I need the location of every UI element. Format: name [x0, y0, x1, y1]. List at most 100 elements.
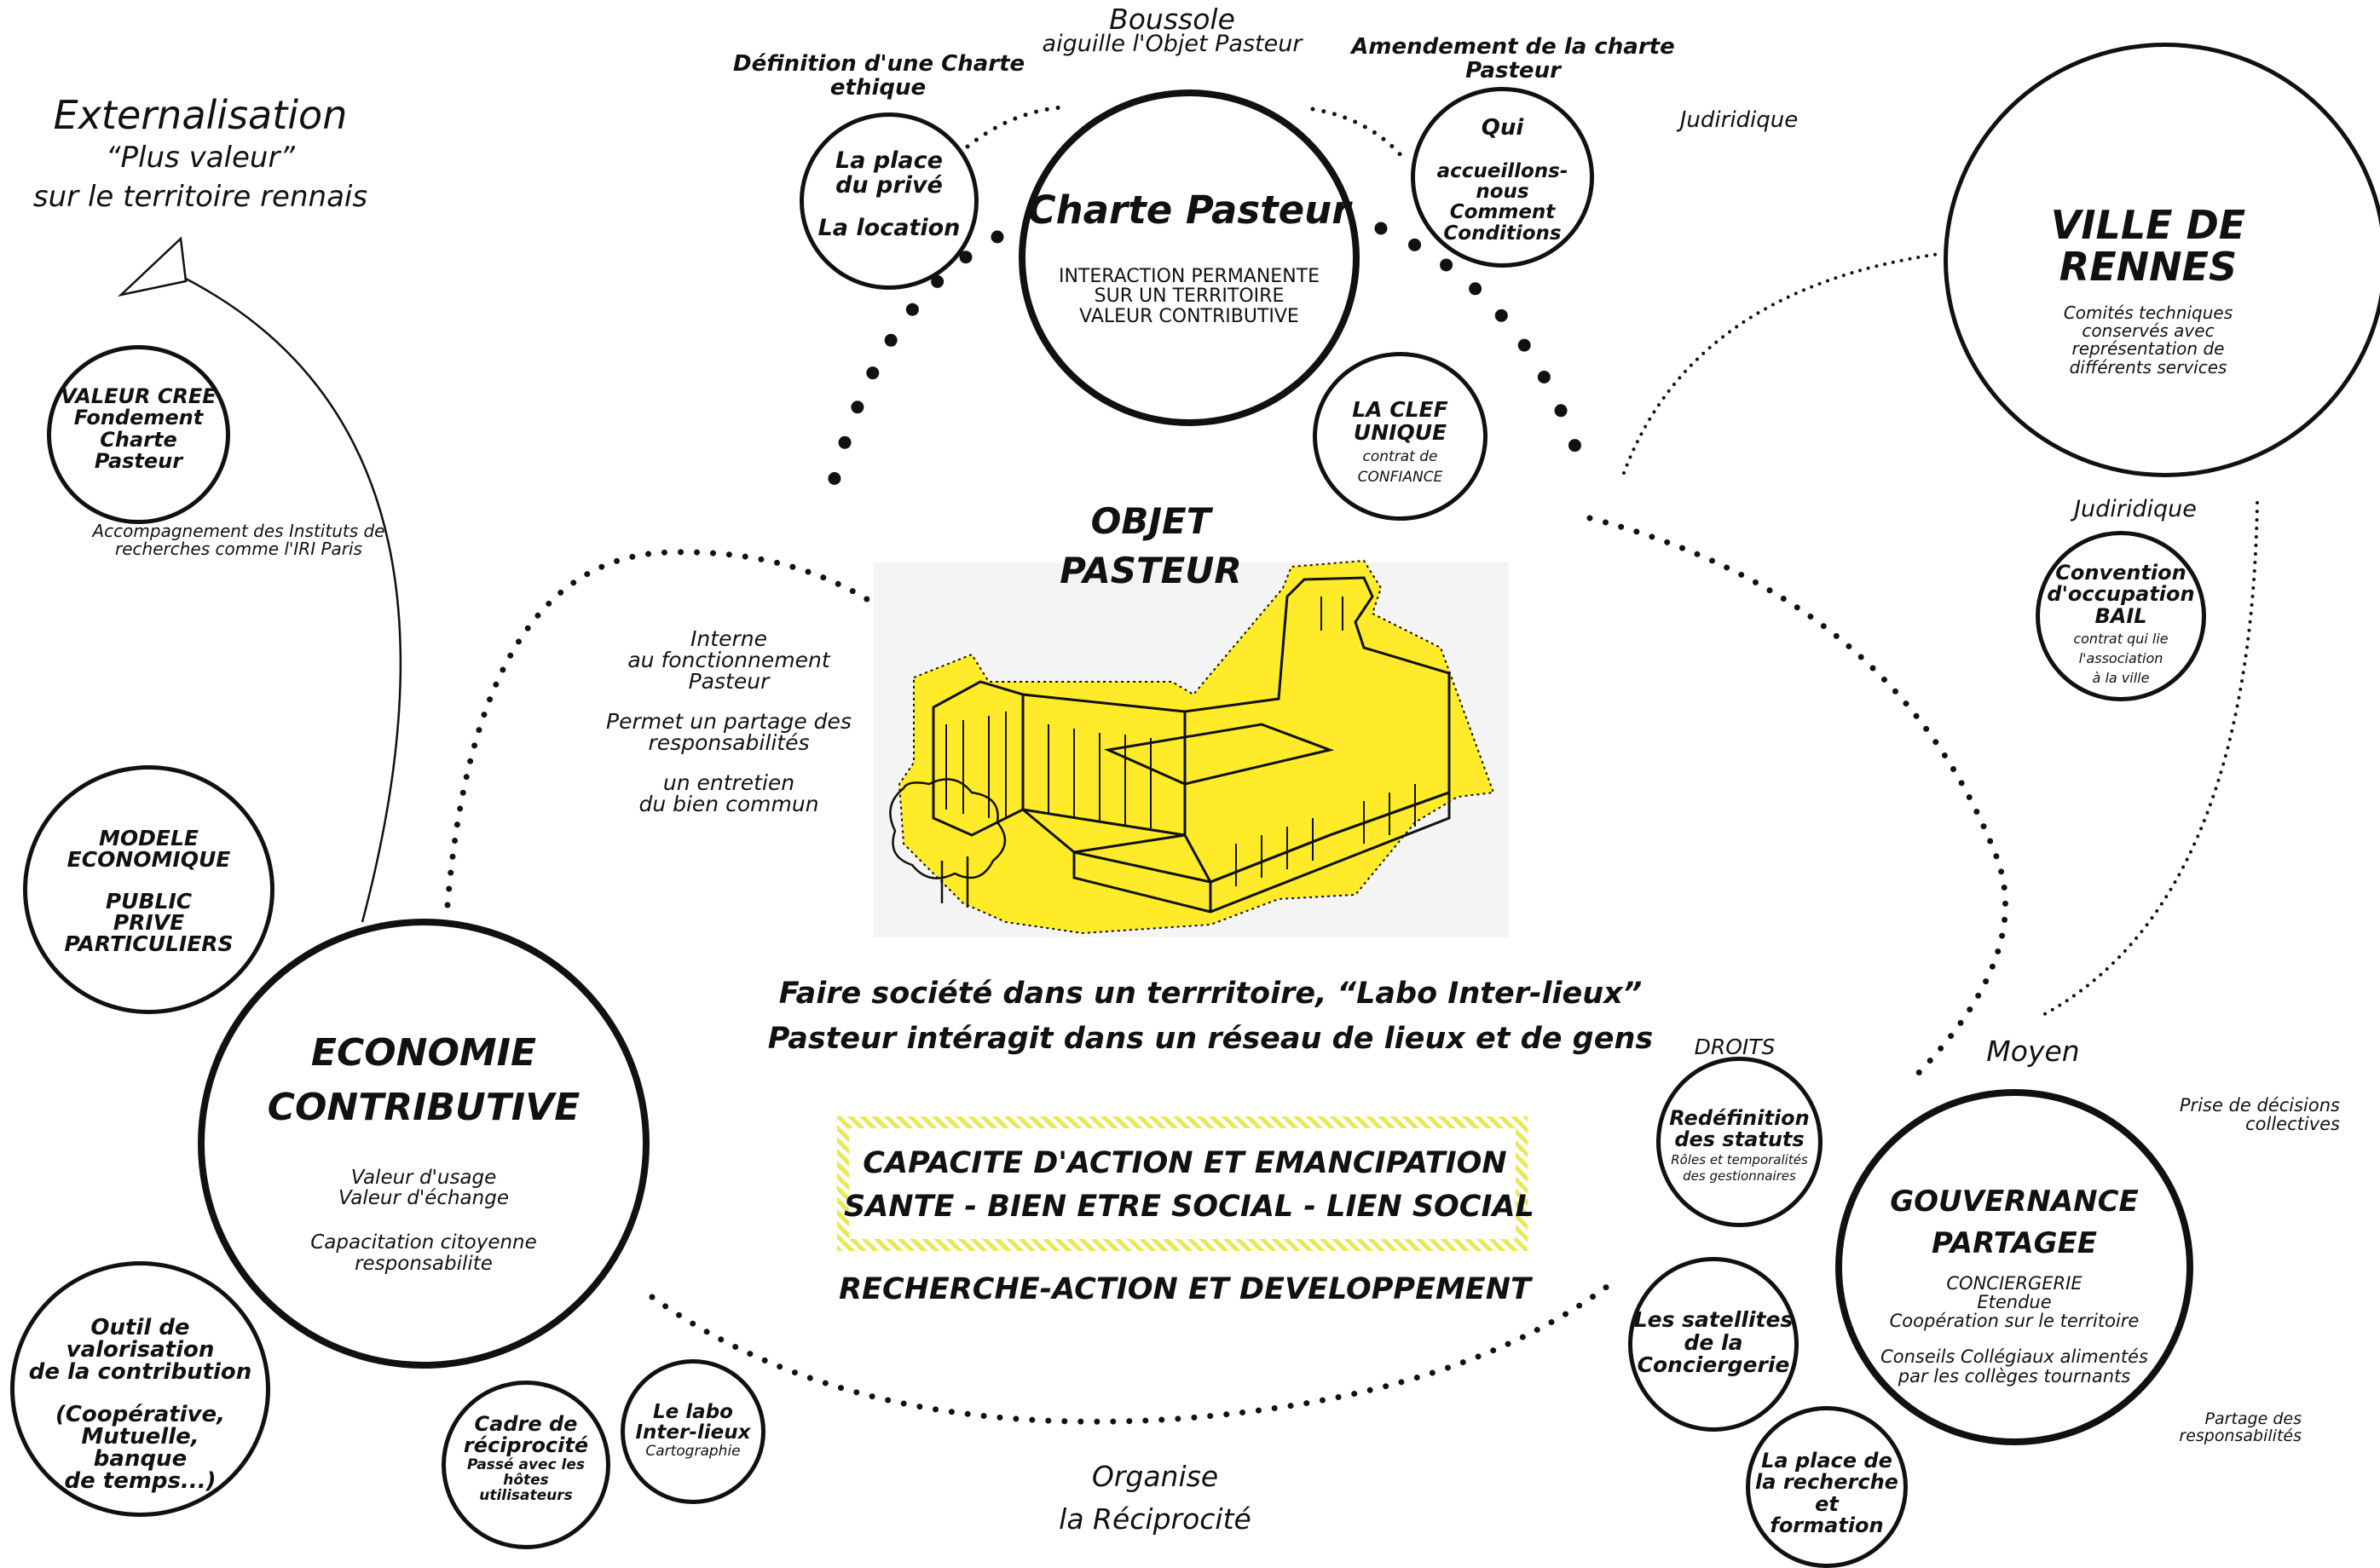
amendement-line-1: Amendement de la charte	[1351, 34, 1675, 60]
gouvernance-line-4: Etendue	[1977, 1291, 2052, 1312]
externalisation-line-2: “Plus valeur”	[105, 141, 296, 176]
gouvernance-line-7: par les collèges tournants	[1898, 1365, 2131, 1386]
clef-line-3: contrat de	[1362, 448, 1438, 465]
charte-sub-2: SUR UN TERRITOIRE	[1094, 285, 1285, 308]
economie-line-4: Valeur d'échange	[338, 1186, 509, 1209]
definition-line-2: ethique	[829, 74, 927, 101]
externalisation-title: Externalisation	[53, 92, 348, 138]
prise-line-2: collectives	[2245, 1114, 2340, 1135]
dotted-arc-top-left	[965, 105, 1064, 149]
rennes-line-1: Comités techniques	[2063, 303, 2233, 323]
modele-economique-circle: MODELE ECONOMIQUE PUBLIC PRIVE PARTICULI…	[23, 765, 274, 1014]
clef-unique-circle: LA CLEF UNIQUE contrat de CONFIANCE	[1313, 352, 1488, 521]
clef-line-2: UNIQUE	[1353, 419, 1447, 445]
satellites-conciergerie-text: Les satellites de la Conciergerie	[1632, 1307, 1794, 1377]
convention-line-4: contrat qui lie	[2073, 631, 2169, 648]
charte-pasteur-subtitle: INTERACTION PERMANENTE SUR UN TERRITOIRE…	[1025, 267, 1353, 326]
prive-line-1: La place	[835, 147, 943, 174]
externalisation-line-3: sur le territoire rennais	[32, 180, 368, 215]
modele-line-4: PRIVE	[113, 910, 185, 935]
outil-line-5: Mutuelle,	[81, 1424, 199, 1450]
valeur-line-4: Pasteur	[94, 449, 183, 474]
modele-line-1: MODELE	[99, 826, 199, 850]
interne-line-5: responsabilités	[648, 730, 810, 755]
clef-line-4: CONFIANCE	[1357, 469, 1443, 487]
charte-pasteur-title: Charte Pasteur	[1027, 187, 1351, 233]
valeur-line-2: Fondement	[73, 406, 204, 430]
convention-occupation-circle: Convention d'occupation BAIL contrat qui…	[2036, 531, 2206, 701]
judiridique-right-label: Judiridique	[2074, 496, 2197, 522]
redefinition-statuts-text: Redéfinition des statuts Rôles et tempor…	[1661, 1106, 1818, 1184]
faire-societe-line-1: Faire société dans un terrritoire, “Labo…	[778, 977, 1643, 1011]
satellites-line-1: Les satellites	[1633, 1307, 1794, 1332]
gouvernance-partagee-text: GOUVERNANCE PARTAGEE CONCIERGERIE Etendu…	[1842, 1181, 2186, 1386]
satellites-line-2: de la	[1684, 1329, 1743, 1355]
labo-interlieux-text: Le labo Inter-lieux Cartographie	[625, 1402, 761, 1459]
redefinition-line-1: Redéfinition	[1669, 1106, 1810, 1130]
valeur-line-3: Charte	[100, 427, 177, 452]
economie-line-6: responsabilite	[355, 1252, 493, 1275]
organise-reciprocite-label: Organise la Réciprocité	[1019, 1456, 1291, 1540]
outil-line-6: banque	[93, 1446, 188, 1472]
organise-line-2: la Réciprocité	[1059, 1502, 1251, 1536]
redefinition-statuts-circle: Redéfinition des statuts Rôles et tempor…	[1656, 1057, 1823, 1227]
aiguille-label: aiguille l'Objet Pasteur	[1042, 31, 1303, 57]
outil-line-3: de la contribution	[28, 1359, 252, 1385]
interne-fonctionnement-label: Interne au fonctionnement Pasteur Permet…	[580, 628, 878, 815]
dotted-arc-right	[1374, 222, 1588, 471]
dotted-arc-top-right	[1310, 107, 1409, 164]
economie-contributive-text: ECONOMIE CONTRIBUTIVE Valeur d'usage Val…	[205, 1026, 643, 1274]
interne-line-7: du bien commun	[638, 792, 819, 816]
convention-line-1: Convention	[2055, 561, 2186, 585]
economie-contributive-circle: ECONOMIE CONTRIBUTIVE Valeur d'usage Val…	[198, 919, 650, 1369]
redefinition-line-4: des gestionnaires	[1683, 1167, 1796, 1184]
droits-label: DROITS	[1694, 1035, 1776, 1059]
labo-line-2: Inter-lieux	[635, 1421, 751, 1444]
modele-line-5: PARTICULIERS	[64, 931, 234, 956]
satellites-line-3: Conciergerie	[1637, 1352, 1790, 1377]
qui-line-3: Comment	[1449, 201, 1556, 224]
dotted-arc-left	[820, 230, 1004, 518]
cadre-line-4: hôtes	[503, 1471, 549, 1489]
interne-line-6: un entretien	[662, 770, 795, 795]
accompagnement-line-1: Accompagnement des Instituts de	[92, 521, 385, 541]
ville-de-rennes-circle: VILLE DE RENNES Comités techniques conse…	[1944, 43, 2380, 477]
amendement-line-2: Pasteur	[1465, 57, 1561, 84]
redefinition-line-3: Rôles et temporalités	[1671, 1151, 1808, 1167]
outil-line-7: de temps...)	[64, 1468, 217, 1494]
valeur-cree-text: VALEUR CREE Fondement Charte Pasteur	[51, 385, 226, 474]
labo-interlieux-circle: Le labo Inter-lieux Cartographie	[621, 1359, 765, 1504]
amendement-charte-label: Amendement de la charte Pasteur	[1351, 34, 1675, 84]
prive-line-3: La location	[817, 215, 961, 242]
rennes-line-3: représentation de	[2071, 338, 2225, 360]
convention-line-2: d'occupation	[2047, 582, 2195, 607]
charte-pasteur-circle: Charte Pasteur INTERACTION PERMANENTE SU…	[1019, 89, 1360, 426]
clef-line-1: LA CLEF	[1352, 397, 1448, 422]
convention-line-6: à la ville	[2092, 670, 2150, 687]
interne-line-3: Pasteur	[688, 669, 770, 694]
partage-responsabilites-label: Partage des responsabilités	[2148, 1410, 2302, 1444]
place-recherche-line-4: formation	[1770, 1513, 1884, 1538]
outil-valorisation-circle: Outil de valorisation de la contribution…	[10, 1261, 270, 1517]
objet-pasteur-title: OBJET PASTEUR	[1006, 497, 1296, 596]
recherche-action-text: RECHERCHE-ACTION ET DEVELOPPEMENT	[839, 1272, 1531, 1306]
dotted-arc-bottom	[649, 1275, 1621, 1425]
capacite-line-2: SANTE - BIEN ETRE SOCIAL - LIEN SOCIAL	[844, 1189, 1534, 1224]
capacite-text: CAPACITE D'ACTION ET EMANCIPATION SANTE …	[844, 1142, 1534, 1229]
modele-economique-text: MODELE ECONOMIQUE PUBLIC PRIVE PARTICULI…	[27, 827, 270, 954]
convention-line-3: BAIL	[2094, 603, 2147, 628]
faire-societe-text: Faire société dans un terrritoire, “Labo…	[767, 971, 1654, 1061]
place-recherche-text: La place de la recherche et formation	[1750, 1450, 1903, 1537]
labo-line-3: Cartographie	[645, 1442, 741, 1460]
place-recherche-line-2: la recherche	[1755, 1470, 1898, 1495]
interne-line-2: au fonctionnement	[627, 648, 830, 672]
labo-line-1: Le labo	[653, 1401, 733, 1423]
accompagnement-line-2: recherches comme l'IRI Paris	[115, 539, 362, 560]
charte-sub-3: VALEUR CONTRIBUTIVE	[1079, 305, 1299, 327]
externalisation-arrow-line	[170, 269, 402, 923]
economie-line-5: Capacitation citoyenne	[310, 1231, 537, 1254]
interne-line-1: Interne	[690, 626, 767, 651]
economie-line-3: Valeur d'usage	[350, 1166, 497, 1189]
cadre-reciprocite-circle: Cadre de réciprocité Passé avec les hôte…	[442, 1381, 610, 1549]
